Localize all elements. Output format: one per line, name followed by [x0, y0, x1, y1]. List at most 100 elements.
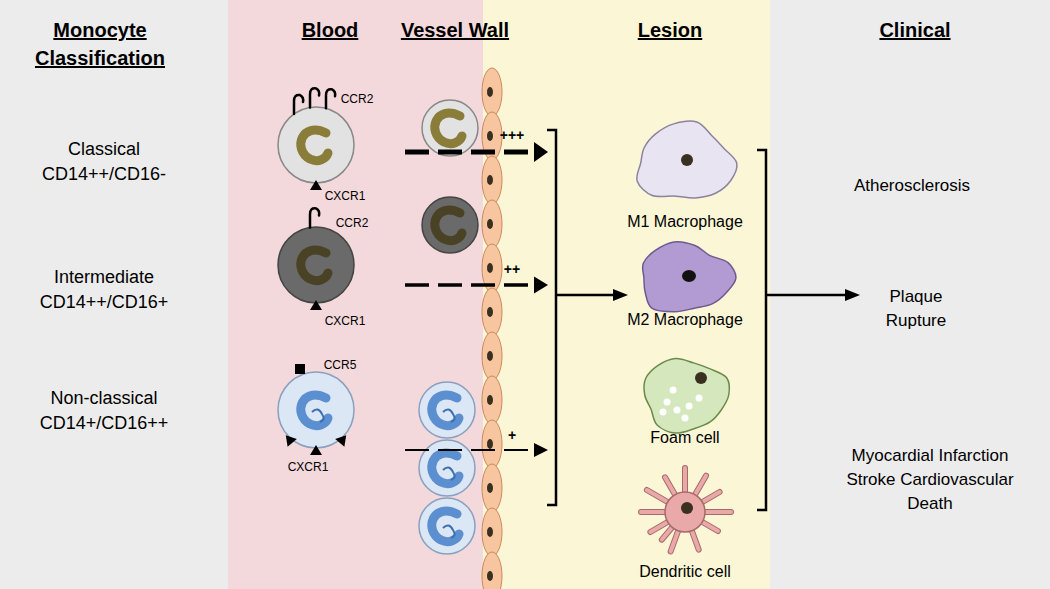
migration-arrow	[405, 150, 536, 155]
arrowhead	[534, 277, 548, 294]
cell-label: Dendritic cell	[639, 563, 731, 581]
classification-panel	[0, 0, 228, 589]
cxcr1-receptor	[335, 431, 351, 446]
m1-macrophage: M1 Macrophage	[615, 118, 755, 236]
nucleus	[301, 250, 328, 281]
monocyte-class: Classical CD14++/CD16-	[24, 137, 184, 187]
nonclassical-monocyte: CCR5CXCR1	[270, 355, 380, 475]
monocyte-body	[422, 197, 478, 253]
endothelial-nucleus	[487, 307, 493, 317]
cxcr1-receptor	[310, 180, 322, 190]
endothelial-cell	[482, 68, 502, 116]
dendritic-cell: Dendritic cell	[615, 460, 755, 585]
endothelial-nucleus	[487, 571, 493, 581]
arrow	[766, 294, 846, 297]
migration-level: +++	[500, 126, 525, 146]
arrow	[556, 294, 614, 297]
clinical-outcome: Myocardial Infarction Stroke Cardiovascu…	[830, 444, 1030, 515]
endothelial-nucleus	[487, 483, 493, 493]
monocyte-body	[419, 440, 475, 496]
endothelial-cell	[482, 508, 502, 556]
endothelial-cell	[482, 464, 502, 512]
migration-arrow	[405, 283, 536, 287]
nucleus	[432, 511, 459, 542]
endothelial-nucleus	[487, 131, 493, 141]
monocyte-body	[419, 498, 475, 554]
cell-shape	[270, 355, 380, 475]
monocyte-class: Intermediate CD14++/CD16+	[24, 265, 184, 315]
lipid-droplet	[664, 399, 671, 406]
monocyte-body	[278, 107, 354, 183]
receptor-label: CXCR1	[288, 461, 329, 475]
endothelial-cell	[482, 376, 502, 424]
nucleus	[432, 453, 459, 484]
column-header: Blood	[302, 16, 359, 44]
cell-nucleus	[681, 502, 693, 514]
column-header: Clinical	[879, 16, 950, 44]
lipid-droplet	[674, 407, 681, 414]
column-header: Monocyte Classification	[5, 16, 195, 72]
migration-level: ++	[504, 260, 520, 280]
cxcr1-receptor	[281, 431, 297, 446]
monocyte-body	[278, 227, 354, 303]
migration-arrow	[405, 449, 536, 451]
endothelial-cell	[482, 200, 502, 248]
endothelial-cell	[482, 552, 502, 589]
receptor-label: CCR2	[336, 217, 369, 231]
endothelial-cell	[482, 288, 502, 336]
ccr2-receptor	[326, 89, 335, 108]
nucleus-lobe	[443, 525, 455, 538]
ccr5-receptor	[295, 364, 305, 374]
ccr2-receptor	[310, 208, 319, 227]
cxcr1-receptor	[310, 445, 322, 455]
lipid-droplet	[682, 415, 689, 422]
endothelial-nucleus	[487, 527, 493, 537]
endothelial-nucleus	[487, 175, 493, 185]
nucleus	[435, 113, 462, 144]
receptor-label: CXCR1	[325, 190, 366, 204]
migration-level: +	[508, 426, 516, 446]
arrowhead	[534, 142, 548, 162]
monocyte-class: Non-classical CD14+/CD16++	[24, 386, 184, 436]
bracket	[757, 150, 766, 510]
ccr2-receptor	[310, 88, 319, 107]
receptor-label: CCR5	[324, 359, 357, 373]
endothelial-cell	[482, 332, 502, 380]
foam-cell-body	[644, 358, 729, 433]
endothelial-nucleus	[487, 439, 493, 449]
nucleus	[435, 210, 462, 241]
endothelial-nucleus	[487, 351, 493, 361]
blood-panel	[228, 0, 483, 589]
clinical-outcome: Plaque Rupture	[866, 285, 966, 333]
nucleus	[301, 395, 328, 426]
nucleus	[301, 130, 328, 161]
macrophage-body	[643, 242, 736, 312]
endothelial-nucleus	[487, 263, 493, 273]
cell-nucleus	[695, 372, 707, 384]
lipid-droplet	[660, 409, 667, 416]
receptor-label: CCR2	[341, 93, 374, 107]
endothelial-cell	[482, 420, 502, 468]
intermediate-monocyte: CCR2CXCR1	[270, 212, 380, 332]
lipid-droplet	[696, 395, 703, 402]
cell-nucleus	[682, 270, 696, 282]
lipid-droplet	[686, 403, 693, 410]
clinical-outcome: Atherosclerosis	[854, 174, 970, 198]
dendritic-body	[665, 492, 705, 532]
monocyte-body	[419, 382, 475, 438]
classical-monocyte: CCR2CXCR1	[270, 88, 380, 206]
monocyte-body	[422, 100, 478, 156]
bracket	[547, 130, 556, 505]
lesion-panel	[483, 0, 770, 589]
cxcr1-receptor	[310, 300, 322, 310]
column-header: Vessel Wall	[401, 16, 509, 44]
column-header: Lesion	[638, 16, 702, 44]
nucleus-lobe	[443, 409, 455, 422]
cell-label: M2 Macrophage	[627, 311, 743, 329]
arrowhead	[534, 443, 548, 457]
cell-label: M1 Macrophage	[627, 213, 743, 231]
lipid-droplet	[670, 387, 677, 394]
foam-cell: Foam cell	[615, 350, 755, 450]
nucleus-lobe	[312, 409, 324, 422]
